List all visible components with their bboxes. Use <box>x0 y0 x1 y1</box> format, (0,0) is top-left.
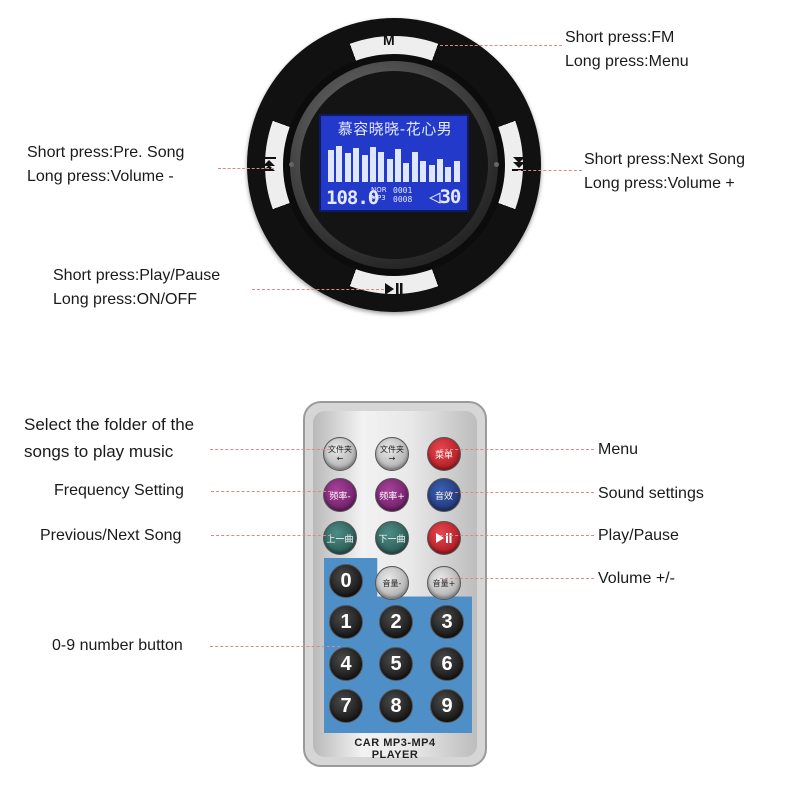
prev-button-annotation: Short press:Pre. Song Long press:Volume … <box>27 144 185 185</box>
brand-line-1: CAR MP3-MP4 <box>354 737 436 749</box>
fm-button-annotation: Short press:FM Long press:Menu <box>565 29 689 70</box>
spectrum-bar <box>361 155 368 182</box>
mode-indicator: NOR MP3 <box>371 186 387 202</box>
spectrum-bar <box>403 163 410 182</box>
spectrum-bar <box>395 149 401 182</box>
prev-next-annotation: Previous/Next Song <box>40 527 182 544</box>
spectrum-bars <box>328 144 462 182</box>
number-4-button[interactable]: 4 <box>329 647 363 681</box>
number-5-button[interactable]: 5 <box>379 647 413 681</box>
spectrum-bar <box>378 152 385 182</box>
number-9-button[interactable]: 9 <box>430 689 464 723</box>
folder-next-button[interactable]: 文件夹→ <box>375 437 409 471</box>
spectrum-bar <box>428 165 435 182</box>
play-pause-icon <box>436 533 452 543</box>
folder-prev-button[interactable]: 文件夹← <box>323 437 357 471</box>
number-3-button[interactable]: 3 <box>430 605 464 639</box>
frequency-up-button[interactable]: 频率+ <box>375 478 409 512</box>
next-song-button-remote[interactable]: 下一曲 <box>375 521 409 555</box>
right-arrow-icon: → <box>388 454 396 463</box>
spectrum-bar <box>369 147 376 182</box>
fm-transmitter-device: 慕容晓晓-花心男 108.0 NOR MP3 0001 0008 ◁30 M <box>247 18 541 312</box>
spectrum-bar <box>336 146 343 182</box>
number-7-button[interactable]: 7 <box>329 689 363 723</box>
speaker-icon: ◁ <box>429 186 440 208</box>
sound-annotation: Sound settings <box>598 485 704 502</box>
frequency-down-button[interactable]: 频率- <box>323 478 357 512</box>
frequency-annotation: Frequency Setting <box>54 482 184 499</box>
menu-button[interactable]: 菜单 <box>427 437 461 471</box>
spectrum-bar <box>386 159 393 182</box>
number-1-button[interactable]: 1 <box>329 605 363 639</box>
play-button-annotation: Short press:Play/Pause Long press:ON/OFF <box>53 267 221 308</box>
number-2-button[interactable]: 2 <box>379 605 413 639</box>
number-6-button[interactable]: 6 <box>430 647 464 681</box>
song-title: 慕容晓晓-花心男 <box>337 120 453 138</box>
volume-readout: ◁30 <box>429 186 461 208</box>
spectrum-bar <box>353 148 360 182</box>
track-total: 0008 <box>393 195 413 204</box>
volume-up-button[interactable]: 音量+ <box>427 566 461 600</box>
play-pause-button[interactable] <box>384 282 404 301</box>
previous-song-button[interactable] <box>261 156 277 177</box>
track-counter: 0001 0008 <box>393 186 412 204</box>
volume-annotation: Volume +/- <box>598 570 675 587</box>
remote-control: 文件夹← 文件夹→ 菜单 频率- 频率+ 音效 上一曲 下一曲 0 音量- 音量… <box>303 401 487 767</box>
number-0-button[interactable]: 0 <box>329 564 363 598</box>
spectrum-bar <box>420 161 427 182</box>
sound-settings-button[interactable]: 音效 <box>427 478 461 512</box>
fm-menu-button[interactable]: M <box>383 32 395 48</box>
numbers-annotation: 0-9 number button <box>52 637 183 654</box>
folder-annotation: Select the folder of the songs to play m… <box>24 415 195 461</box>
track-current: 0001 <box>393 186 413 195</box>
spectrum-bar <box>411 152 418 182</box>
spectrum-bar <box>436 159 443 182</box>
number-8-button[interactable]: 8 <box>379 689 413 723</box>
play-pause-icon <box>385 283 403 295</box>
spectrum-bar <box>453 161 460 182</box>
spectrum-bar <box>328 150 334 182</box>
lcd-screen: 慕容晓晓-花心男 108.0 NOR MP3 0001 0008 ◁30 <box>319 114 469 212</box>
previous-song-icon <box>262 157 276 171</box>
next-button-annotation: Short press:Next Song Long press:Volume … <box>584 151 745 192</box>
next-song-button[interactable] <box>511 156 527 177</box>
brand-line-2: PLAYER <box>371 749 419 761</box>
play-pause-annotation: Play/Pause <box>598 527 679 544</box>
left-arrow-icon: ← <box>336 454 344 463</box>
menu-annotation: Menu <box>598 441 639 458</box>
frequency-readout: 108.0 <box>326 187 379 209</box>
spectrum-bar <box>344 153 351 182</box>
spectrum-bar <box>445 167 452 182</box>
previous-song-button-remote[interactable]: 上一曲 <box>323 521 357 555</box>
play-pause-button-remote[interactable] <box>427 521 461 555</box>
volume-down-button[interactable]: 音量- <box>375 566 409 600</box>
